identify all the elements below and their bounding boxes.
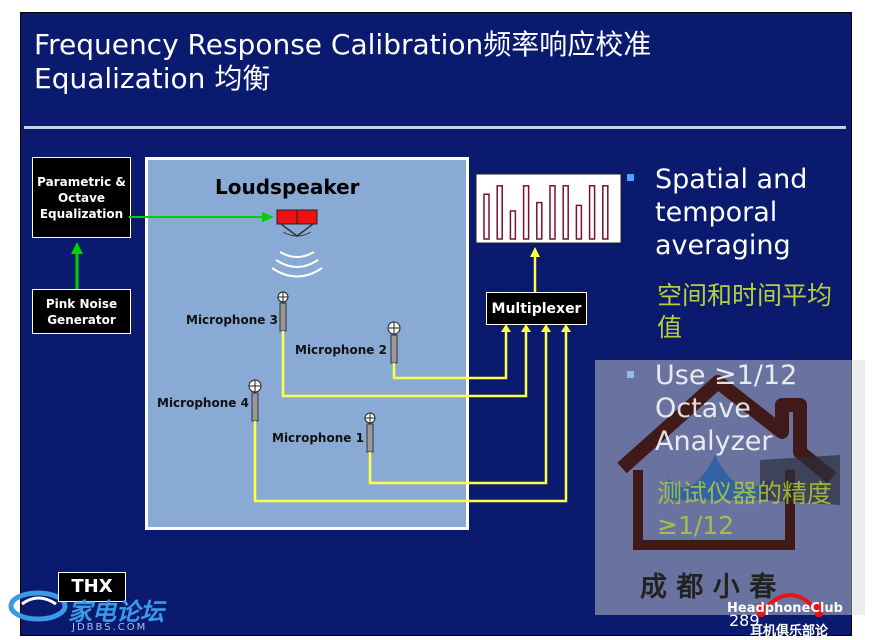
pink-noise-label: Pink Noise Generator — [45, 296, 118, 327]
multiplexer-box: Multiplexer — [486, 292, 587, 325]
jdbbs-watermark-en: JDBBS.COM — [72, 622, 148, 633]
bullet-2-text: Use ≥1/12 Octave Analyzer — [655, 360, 798, 457]
thx-logo: THX — [58, 572, 126, 602]
bullet-1-text: Spatial and temporal averaging — [655, 164, 808, 261]
equalization-label: Parametric & Octave Equalization — [37, 174, 126, 221]
title-line-1: Frequency Response Calibration频率响应校准 — [34, 28, 652, 61]
headphone-club-cn: 耳机俱乐部论 — [750, 624, 829, 639]
mic2-label: Microphone 2 — [295, 343, 387, 357]
headphone-club-en: HeadphoneClub — [727, 601, 843, 616]
page-number: 289 — [729, 611, 760, 630]
loudspeaker-label: Loudspeaker — [215, 175, 360, 199]
title-line-2: Equalization 均衡 — [34, 62, 271, 95]
title-divider — [24, 126, 846, 129]
equalization-box: Parametric & Octave Equalization — [32, 157, 131, 238]
bullet-2-chinese: 测试仪器的精度≥1/12 — [657, 479, 833, 540]
jdbbs-watermark-cn: 家电论坛 — [68, 598, 164, 626]
mic1-label: Microphone 1 — [272, 431, 364, 445]
mic4-label: Microphone 4 — [157, 396, 249, 410]
mic3-label: Microphone 3 — [186, 313, 278, 327]
multiplexer-label: Multiplexer — [491, 300, 582, 317]
bullet-1-chinese: 空间和时间平均值 — [657, 281, 833, 342]
slide-title: Frequency Response Calibration频率响应校准 Equ… — [34, 28, 651, 96]
thx-label: THX — [71, 576, 113, 597]
pink-noise-box: Pink Noise Generator — [32, 289, 131, 334]
chengdu-watermark-text: 成 都 小 春 — [640, 572, 777, 603]
